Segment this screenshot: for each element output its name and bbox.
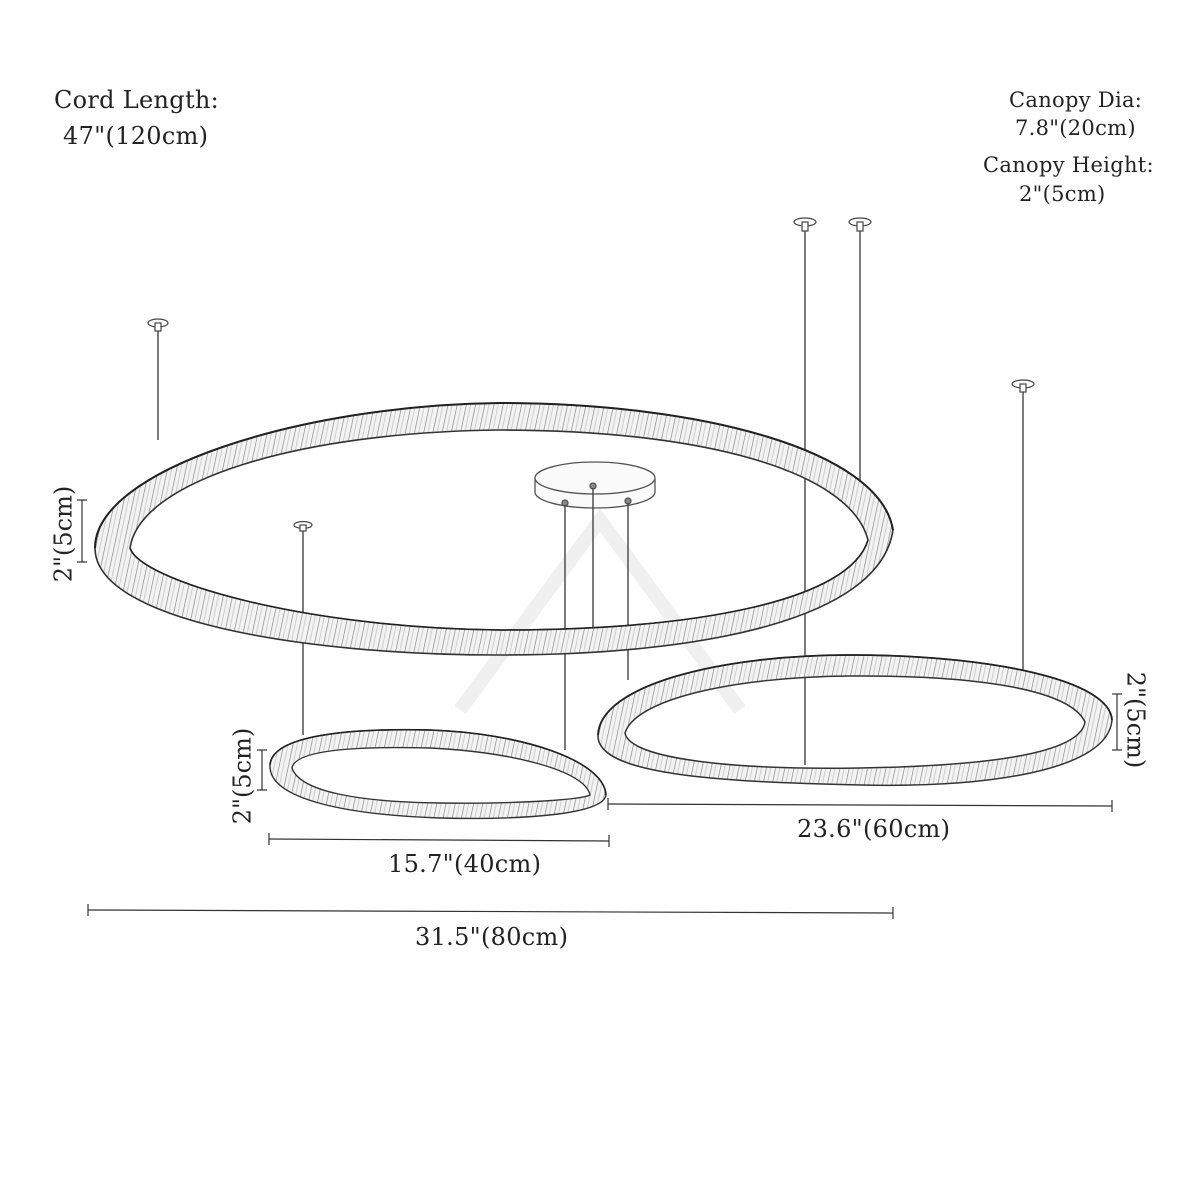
canopy <box>534 461 656 509</box>
small-ring-height-label: 2"(5cm) <box>228 727 257 825</box>
small-ring <box>269 728 607 820</box>
large-ring-width-label: 31.5"(80cm) <box>415 923 569 951</box>
cord-length-value: 47"(120cm) <box>63 122 209 150</box>
canopy-height-title: Canopy Height: <box>983 153 1154 177</box>
canopy-dia-title: Canopy Dia: <box>1009 88 1143 112</box>
cord-length-title: Cord Length: <box>54 86 220 114</box>
large-ring <box>94 401 894 656</box>
medium-ring-width-label: 23.6"(60cm) <box>797 815 951 843</box>
dimension-lines <box>77 499 1122 919</box>
large-ring-height-label: 2"(5cm) <box>49 485 78 583</box>
canopy-height-value: 2"(5cm) <box>1019 182 1106 206</box>
medium-ring-height-label: 2"(5cm) <box>1121 671 1150 769</box>
medium-ring <box>597 654 1113 787</box>
small-ring-width-label: 15.7"(40cm) <box>388 850 542 878</box>
canopy-dia-value: 7.8"(20cm) <box>1015 116 1136 140</box>
ceiling-anchors <box>147 217 1035 532</box>
